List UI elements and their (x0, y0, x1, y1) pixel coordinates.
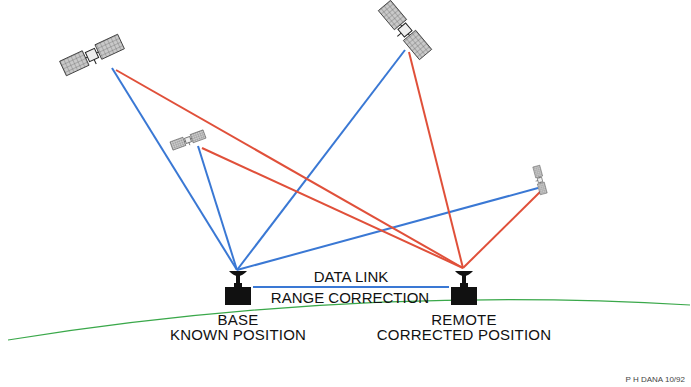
link-note: RANGE CORRECTION (271, 289, 429, 306)
credit-note: P H DANA 10/92 (626, 375, 685, 385)
signal-lines (112, 50, 542, 270)
satellite (532, 165, 547, 195)
station-name: REMOTE (431, 312, 496, 328)
station-name: BASE (218, 312, 259, 328)
receiver-icon (449, 265, 479, 305)
satellite (377, 0, 432, 61)
station-note: CORRECTED POSITION (377, 327, 551, 343)
receiver-station: BASEKNOWN POSITION (223, 265, 253, 305)
receiver-station: REMOTECORRECTED POSITION (449, 265, 479, 305)
edge-label: DATA LINK (312, 269, 390, 285)
station-note: KNOWN POSITION (170, 327, 306, 343)
data-link-line (253, 287, 449, 288)
satellite (170, 130, 206, 151)
receiver-icon (223, 265, 253, 305)
satellite (60, 34, 126, 77)
